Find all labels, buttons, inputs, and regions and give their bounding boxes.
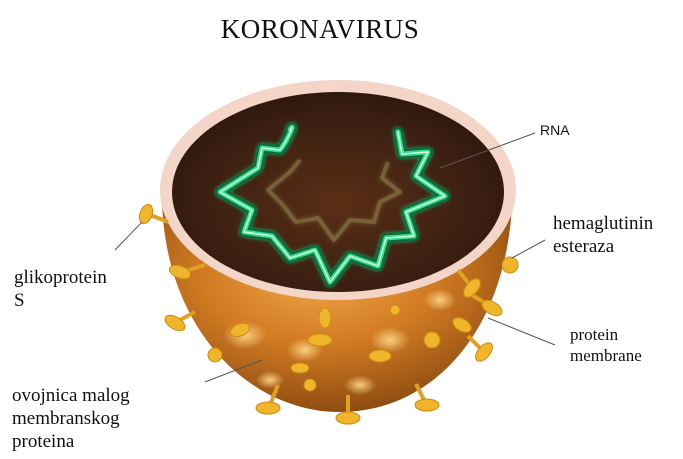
label-line: membranskog [12,407,130,430]
leader-hemaglutinin [512,240,545,258]
label-line: proteina [12,430,130,453]
diagram-title: KORONAVIRUS [0,14,640,45]
label-line: ovojnica malog [12,384,130,407]
label-line: hemaglutinin [553,212,653,235]
label-line: membrane [570,345,642,366]
label-glikoprotein-s: glikoprotein S [14,266,107,312]
label-protein-membrane: protein membrane [570,324,642,366]
label-line: esteraza [553,235,653,258]
leader-glikoprotein [115,222,142,250]
label-rna: RNA [540,120,570,141]
leader-protein-membrane [488,318,555,345]
label-line: S [14,289,107,312]
label-ovojnica: ovojnica malog membranskog proteina [12,384,130,453]
spike-hemaglutinin-esteraza [502,257,518,273]
label-hemaglutinin-esteraza: hemaglutinin esteraza [553,212,653,258]
label-line: glikoprotein [14,266,107,289]
label-line: protein [570,324,642,345]
